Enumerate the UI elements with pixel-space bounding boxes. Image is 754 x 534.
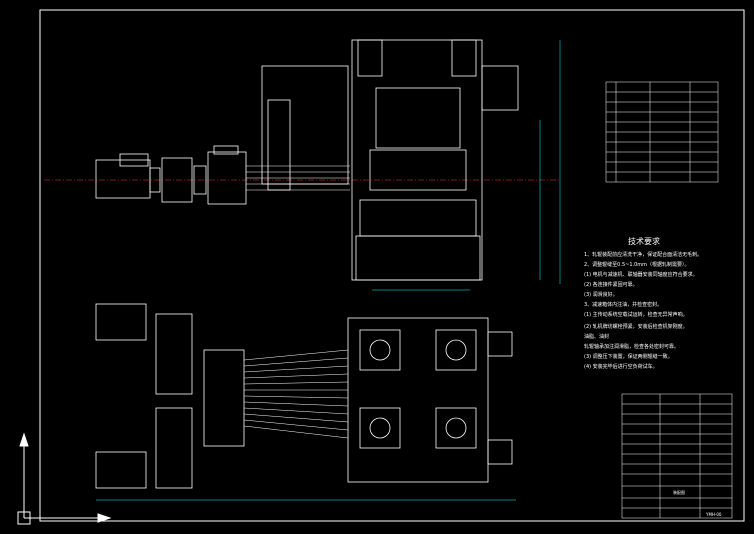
tech-req-line: (2) 各连接件紧固可靠。 (584, 281, 638, 288)
tech-req-line: (1) 电机与减速机、联轴器安装同轴度应符合要求。 (584, 271, 698, 278)
tech-req-line: (3) 调整压下装置，保证两侧辊缝一致。 (584, 353, 673, 360)
tech-req-line: (2) 轧机牌坊螺栓预紧，安装后检查机架刚度。 (584, 323, 688, 330)
tech-req-line: 1、轧辊装配前应清洗干净，保证配合面清洁无毛刺。 (584, 251, 702, 258)
tech-req-line: (1) 主传动系统空载试运转，检查无异常声响。 (584, 311, 688, 318)
title-block (621, 393, 733, 519)
parts-list-table (605, 81, 719, 183)
tech-req-line: 2、调整辊缝至0.5~1.0mm（根据轧制需要）。 (584, 261, 690, 268)
tech-req-line: 轧辊轴承加注润滑脂，检查各处密封可靠。 (584, 343, 679, 350)
bottom-motor-lower (95, 451, 147, 489)
bottom-mill-stand (347, 317, 489, 483)
tech-req-line: (4) 安装完毕后进行空负荷试车。 (584, 363, 658, 370)
tech-req-line: 3、减速箱体内注油，并检查密封。 (584, 301, 662, 308)
top-view-assembly (44, 39, 561, 291)
tech-req-line: 油脂、油封 (584, 333, 609, 340)
top-gearbox-1 (161, 157, 193, 203)
tech-req-line: (3) 润滑良好。 (584, 291, 618, 298)
top-gearbox-2 (207, 151, 247, 205)
ucs-axis-icon (17, 432, 112, 525)
distribution-gearbox (203, 349, 245, 447)
drawing-border (39, 9, 745, 522)
drawing-number: YMH-00 (705, 512, 722, 517)
technical-requirements: 技术要求 1、轧辊装配前应清洗干净，保证配合面清洁无毛刺。 2、调整辊缝至0.5… (584, 236, 702, 370)
tech-req-heading: 技术要求 (628, 236, 660, 246)
bottom-view-assembly (95, 303, 516, 501)
bottom-motor-upper (95, 303, 147, 341)
title-block-label: 装配图 (673, 489, 685, 495)
